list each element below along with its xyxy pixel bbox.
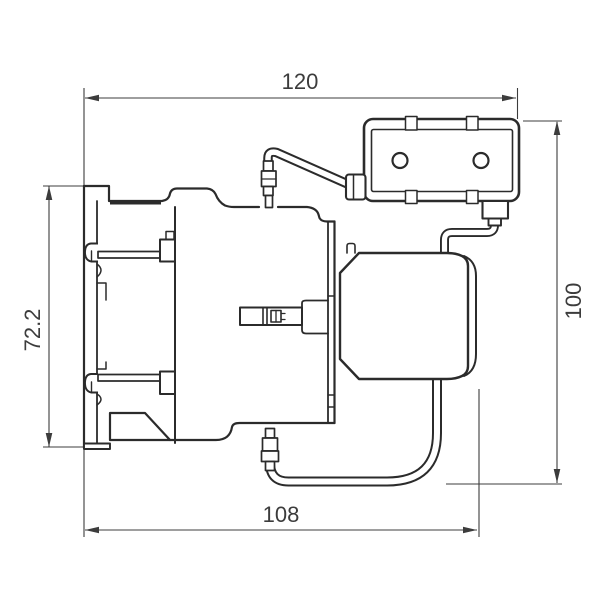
arrowhead-top [45, 186, 53, 200]
terminal-bar [97, 250, 161, 259]
body-foot [108, 411, 172, 442]
plate-bottom-flange [83, 442, 111, 450]
wire-bottom-loop [265, 376, 442, 487]
mounting-plate [82, 184, 111, 450]
block-clip-top-right [465, 115, 479, 131]
arrowhead-right [502, 94, 516, 102]
arrowhead-left [85, 94, 99, 102]
wiring [263, 147, 499, 487]
block-hole-right [472, 151, 490, 170]
body-top-profile [82, 184, 261, 209]
capacitor-cylinder [338, 242, 477, 381]
dimension-label-top-width: 120 [282, 69, 319, 94]
plate-step-upper [96, 282, 107, 301]
block-connector-neck [487, 217, 502, 227]
arrowhead-bottom [553, 469, 561, 483]
aux-capacitor-block [344, 115, 521, 227]
block-bottom-connector [481, 199, 510, 220]
arrowhead-top [553, 121, 561, 135]
wire-block-to-cylinder [440, 220, 499, 257]
terminal-screw-lower [84, 370, 176, 395]
block-clip-bottom-left [404, 189, 418, 205]
cylinder-body [338, 251, 470, 381]
block-hole-left [391, 151, 409, 170]
terminal-bar [97, 373, 161, 382]
block-clip-top-left [404, 115, 418, 131]
body-right-edge [327, 220, 336, 425]
dimension-right-height: 100 [553, 121, 586, 483]
arrowhead-bottom [45, 433, 53, 447]
cylinder-top-nub [346, 242, 356, 254]
dimension-label-right-height: 100 [561, 283, 586, 320]
body-bottom-profile [168, 421, 336, 442]
cylinder-end-cap [463, 255, 477, 377]
plate-bump-lower [96, 393, 102, 406]
dimension-annotations: 120 100 72.2 108 [20, 69, 586, 537]
dimension-bottom-width: 108 [85, 502, 477, 534]
contactor-body [82, 160, 336, 472]
dimension-label-left-height: 72.2 [20, 309, 45, 352]
plate-bump-upper [96, 263, 102, 278]
block-left-tab [344, 173, 367, 201]
terminal-screw-upper [84, 230, 176, 263]
block-clip-bottom-right [465, 189, 479, 205]
arrowhead-left [85, 526, 99, 534]
dimension-top-width: 120 [85, 69, 516, 102]
wire-body-to-block [263, 147, 353, 190]
terminal-mid [239, 299, 329, 335]
plate-step-lower [96, 361, 107, 370]
body-top-right-profile [276, 205, 336, 223]
arrowhead-right [463, 526, 477, 534]
dimension-label-bottom-width: 108 [263, 502, 300, 527]
dimension-left-height: 72.2 [20, 186, 53, 447]
crimp-connector-top [260, 160, 277, 209]
terminal-clamp [159, 238, 176, 263]
block-outer-shell [362, 117, 521, 203]
block-inner-shell [370, 128, 514, 193]
crimp-connector-bottom [260, 427, 280, 472]
terminal-clamp [159, 370, 176, 395]
